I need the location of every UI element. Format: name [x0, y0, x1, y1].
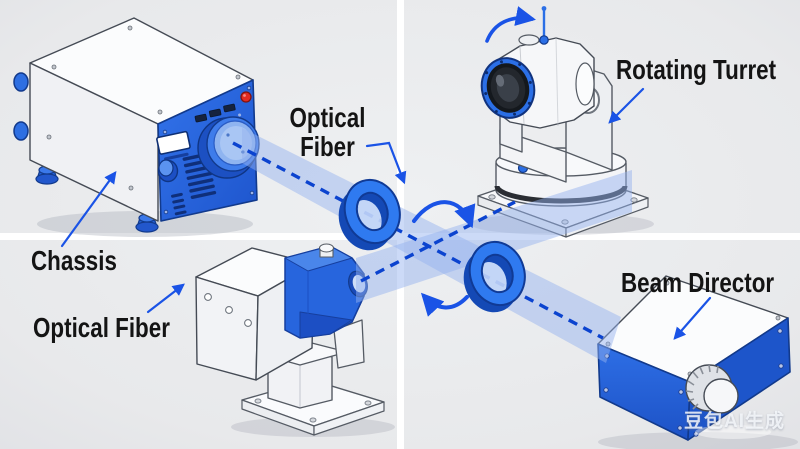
label-optical-fiber-bottom: Optical Fiber [33, 312, 170, 343]
label-optical-fiber-line1: Optical [289, 102, 365, 133]
turret-illustration [477, 6, 649, 238]
beam-line-a [232, 141, 604, 340]
beam-glow-bands [242, 128, 632, 363]
turret-lens [480, 57, 536, 119]
quadrant-divider-vertical [397, 0, 404, 449]
label-optical-fiber-line2: Fiber [299, 131, 355, 162]
lens-ring-2 [463, 240, 526, 313]
chassis-knob [157, 159, 179, 183]
watermark: 豆包AI生成 [684, 411, 786, 432]
chassis-illustration [13, 17, 260, 233]
label-beam-director: Beam Director [621, 267, 775, 298]
chassis-ports [194, 103, 236, 123]
turret-gasket-ring [494, 185, 628, 204]
arrow-optical-fiber-top-label [365, 141, 407, 185]
lens-ring-1 [338, 178, 401, 251]
label-optical-fiber-top: Optical Fiber [257, 103, 397, 161]
rotation-arrow-clockwise [412, 200, 476, 229]
collimator-blue-block [284, 243, 368, 339]
label-chassis: Chassis [31, 245, 117, 276]
arrow-optical-fiber-bottom-label [146, 283, 185, 314]
beam-band-chassis-to-director [242, 128, 621, 363]
beam-band-collimator-to-turret [356, 170, 632, 303]
director-knob [685, 364, 739, 414]
label-rotating-turret: Rotating Turret [616, 54, 777, 85]
arrow-rotating-turret-label [608, 87, 645, 124]
rotation-arrow-antenna [485, 6, 536, 43]
arrow-beam-director-label [673, 296, 712, 340]
chassis-red-button [240, 91, 252, 103]
chassis-display [156, 130, 191, 155]
antenna [539, 6, 549, 45]
quadrant-divider-horizontal [0, 233, 800, 240]
collimator-illustration [195, 243, 385, 436]
rotation-arrow-counterclockwise [420, 292, 469, 317]
arrow-chassis-label [60, 171, 117, 248]
director-illustration [597, 275, 791, 441]
beam-line-b [360, 200, 516, 283]
